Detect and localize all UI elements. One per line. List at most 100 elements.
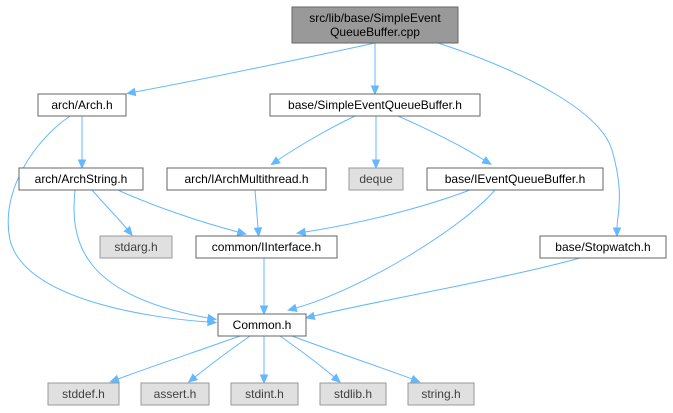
node-stddef-h: stddef.h [47,382,120,406]
edge-common_h-to-assert_h [187,335,251,383]
node-box [140,382,210,406]
node-label: src/lib/base/SimpleEvent [309,11,441,25]
node-stdlib-h: stdlib.h [319,382,387,406]
edge-common_h-to-stddef_h [109,335,241,383]
arrowhead-icon [259,374,269,385]
edge-archstring_h-to-stdarg_h [91,189,133,237]
edge-line [279,335,335,378]
arrowhead-icon [371,159,381,170]
arrowhead-icon [612,227,622,238]
node-box [348,167,404,191]
arrowhead-icon [125,87,137,97]
node-label: stdlib.h [334,387,372,401]
node-label: arch/Arch.h [51,98,112,112]
node-box [539,235,667,259]
node-assert-h: assert.h [140,382,210,406]
arrowhead-icon [295,227,307,237]
edge-ieqb_h-to-iinterface_h [295,189,471,237]
edge-ieqb_h-to-common_h [287,189,496,312]
edge-root-to-arch_h [125,42,376,97]
arrowhead-icon [410,374,421,383]
edge-seqb_h-to-deque [371,116,381,170]
edge-stopwatch_h-to-common_h [305,257,581,321]
arrowhead-icon [330,373,342,384]
node-box [230,382,299,406]
node-iarchmt-h[interactable]: arch/IArchMultithread.h [166,167,327,191]
edge-root-to-seqb_h [370,43,380,96]
node-stdint-h: stdint.h [230,382,299,406]
node-box [166,167,327,191]
node-box [269,93,481,117]
node-label: arch/ArchString.h [35,172,128,186]
node-seqb-h[interactable]: base/SimpleEventQueueBuffer.h [269,93,481,117]
node-box [18,167,144,191]
arrowhead-icon [481,156,492,165]
node-label: common/IInterface.h [212,240,321,254]
edge-line [291,335,413,380]
edge-line [7,115,209,323]
node-stdarg-h: stdarg.h [99,235,173,259]
node-label: base/IEventQueueBuffer.h [445,172,586,186]
edge-line [254,189,259,229]
edge-line [134,42,376,93]
arrowhead-icon [236,227,247,236]
node-label: base/Stopwatch.h [555,240,650,254]
node-label: arch/IArchMultithread.h [184,172,308,186]
arrowhead-icon [123,225,133,237]
node-ieqb-h[interactable]: base/IEventQueueBuffer.h [426,167,604,191]
node-deque: deque [348,167,404,191]
arrowhead-icon [259,305,269,316]
edge-arch_h-to-common_h [7,115,218,327]
node-box [291,6,459,44]
node-box [319,382,387,406]
edge-archstring_h-to-common_h [73,189,218,323]
edge-line [295,189,496,309]
arrowhead-icon [77,159,87,170]
node-box [195,235,338,259]
edge-seqb_h-to-ieqb_h [397,115,492,165]
arrowhead-icon [287,303,298,312]
edge-iarchmt_h-to-iinterface_h [253,189,263,238]
edge-common_h-to-stdint_h [259,336,269,385]
arrowhead-icon [206,313,218,323]
node-box [47,382,120,406]
edge-arch_h-to-archstring_h [77,116,87,170]
edge-line [117,189,239,233]
edge-line [277,115,356,161]
node-root[interactable]: src/lib/base/SimpleEventQueueBuffer.cpp [291,6,459,44]
node-label: string.h [421,387,460,401]
edge-line [117,335,241,380]
edge-seqb_h-to-iarchmt_h [270,115,356,166]
nodes-layer: src/lib/base/SimpleEventQueueBuffer.cpp a… [18,6,667,406]
node-box [407,382,475,406]
node-label: stdarg.h [114,240,157,254]
node-string-h: string.h [407,382,475,406]
edge-line [73,189,209,319]
edge-common_h-to-string_h [291,335,421,383]
node-box [217,313,307,337]
node-iinterface-h[interactable]: common/IInterface.h [195,235,338,259]
node-arch-h[interactable]: arch/Arch.h [37,93,127,117]
edges-layer [7,42,622,385]
edge-common_h-to-stdlib_h [279,335,342,384]
node-label: stddef.h [62,387,105,401]
edge-line [397,115,485,161]
node-common-h[interactable]: Common.h [217,313,307,337]
node-archstring-h[interactable]: arch/ArchString.h [18,167,144,191]
node-label: QueueBuffer.cpp [330,25,420,39]
edge-line [91,189,128,230]
arrowhead-icon [370,85,380,96]
arrowhead-icon [109,374,120,383]
node-label: base/SimpleEventQueueBuffer.h [288,98,462,112]
arrowhead-icon [253,227,263,238]
node-box [426,167,604,191]
edge-line [437,42,620,229]
edge-archstring_h-to-iinterface_h [117,189,247,236]
edge-line [304,189,471,233]
arrowhead-icon [270,156,281,166]
node-stopwatch-h[interactable]: base/Stopwatch.h [539,235,667,259]
node-label: Common.h [233,318,292,332]
edge-root-to-stopwatch_h [437,42,622,238]
edge-line [313,257,581,317]
